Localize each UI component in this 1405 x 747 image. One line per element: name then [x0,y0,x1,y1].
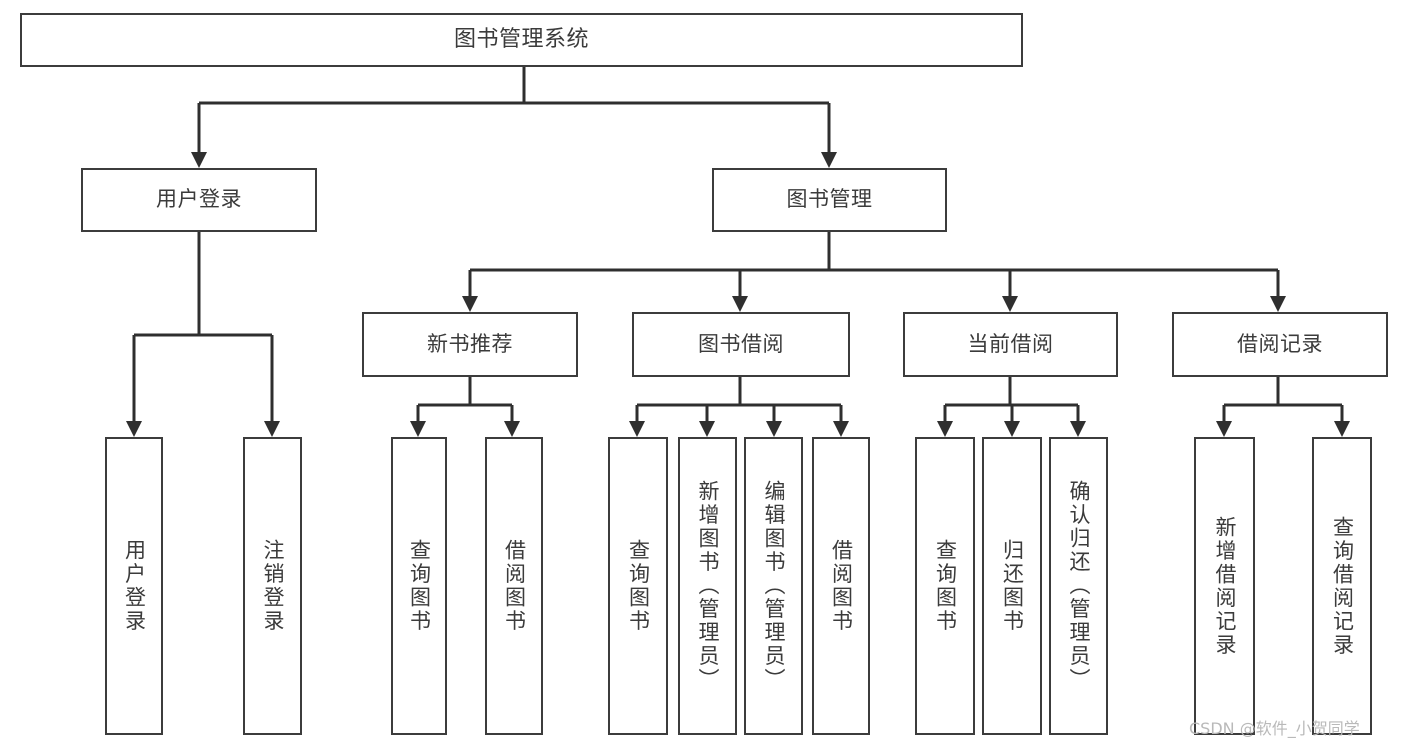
connector-new-book-rec-arrowhead-1 [504,421,520,437]
node-label-current-borrow: 当前借阅 [967,331,1054,356]
connector-book-borrow-arrowhead-1 [699,421,715,437]
connector-book-borrow-arrowhead-3 [833,421,849,437]
node-leaf-user-login[interactable]: 用户登录 [105,437,163,735]
connector-root-arrowhead-0 [191,152,207,168]
node-label-book-manage: 图书管理 [786,187,873,212]
node-borrow-record[interactable]: 借阅记录 [1172,312,1388,377]
connector-borrow-record-arrowhead-1 [1334,421,1350,437]
node-leaf-borrow-add-book[interactable]: 新增图书（管理员） [678,437,737,735]
node-label-leaf-borrow-add-book: 新增图书（管理员） [695,480,720,692]
node-leaf-rec-query-record[interactable]: 查询借阅记录 [1312,437,1372,735]
node-label-leaf-cur-return-book: 归还图书 [1000,539,1025,633]
node-leaf-user-logout[interactable]: 注销登录 [243,437,302,735]
node-label-leaf-borrow-edit-book: 编辑图书（管理员） [761,480,786,692]
node-label-leaf-rec-query-record: 查询借阅记录 [1330,515,1355,657]
connector-book-manage-arrowhead-3 [1270,296,1286,312]
node-label-leaf-rec-add-record: 新增借阅记录 [1212,515,1237,657]
connector-user-login-arrowhead-1 [264,421,280,437]
node-label-leaf-cur-confirm-return: 确认归还（管理员） [1066,480,1091,692]
connector-book-borrow-arrowhead-0 [629,421,645,437]
node-current-borrow[interactable]: 当前借阅 [903,312,1118,377]
node-leaf-borrow-edit-book[interactable]: 编辑图书（管理员） [744,437,803,735]
node-label-leaf-rec-query-book: 查询图书 [407,539,432,633]
node-label-borrow-record: 借阅记录 [1237,331,1323,356]
node-label-leaf-borrow-borrow-book: 借阅图书 [829,539,854,633]
connector-current-borrow-arrowhead-2 [1070,421,1086,437]
node-leaf-borrow-query-book[interactable]: 查询图书 [608,437,668,735]
node-label-leaf-user-login: 用户登录 [122,539,147,633]
node-label-leaf-rec-borrow-book: 借阅图书 [502,539,527,633]
node-leaf-rec-add-record[interactable]: 新增借阅记录 [1194,437,1255,735]
connector-current-borrow-arrowhead-0 [937,421,953,437]
node-leaf-rec-borrow-book[interactable]: 借阅图书 [485,437,543,735]
connector-book-manage-arrowhead-2 [1002,296,1018,312]
node-label-new-book-rec: 新书推荐 [427,331,513,356]
node-leaf-borrow-borrow-book[interactable]: 借阅图书 [812,437,870,735]
node-book-manage[interactable]: 图书管理 [712,168,947,232]
node-new-book-rec[interactable]: 新书推荐 [362,312,578,377]
node-label-book-borrow: 图书借阅 [698,331,784,356]
connector-borrow-record-arrowhead-0 [1216,421,1232,437]
node-label-leaf-user-logout: 注销登录 [260,539,285,633]
node-user-login[interactable]: 用户登录 [81,168,317,232]
node-book-borrow[interactable]: 图书借阅 [632,312,850,377]
node-label-root: 图书管理系统 [453,26,589,52]
node-root[interactable]: 图书管理系统 [20,13,1023,67]
node-leaf-cur-confirm-return[interactable]: 确认归还（管理员） [1049,437,1108,735]
connector-book-borrow-arrowhead-2 [766,421,782,437]
connector-book-manage-arrowhead-1 [732,296,748,312]
connector-root-arrowhead-1 [821,152,837,168]
node-label-leaf-borrow-query-book: 查询图书 [626,539,651,633]
node-leaf-cur-query-book[interactable]: 查询图书 [915,437,975,735]
connector-book-manage-arrowhead-0 [462,296,478,312]
connector-new-book-rec-arrowhead-0 [410,421,426,437]
node-label-user-login: 用户登录 [156,187,242,212]
connector-user-login-arrowhead-0 [126,421,142,437]
node-leaf-cur-return-book[interactable]: 归还图书 [982,437,1042,735]
node-label-leaf-cur-query-book: 查询图书 [933,539,958,633]
node-leaf-rec-query-book[interactable]: 查询图书 [391,437,447,735]
connector-current-borrow-arrowhead-1 [1004,421,1020,437]
